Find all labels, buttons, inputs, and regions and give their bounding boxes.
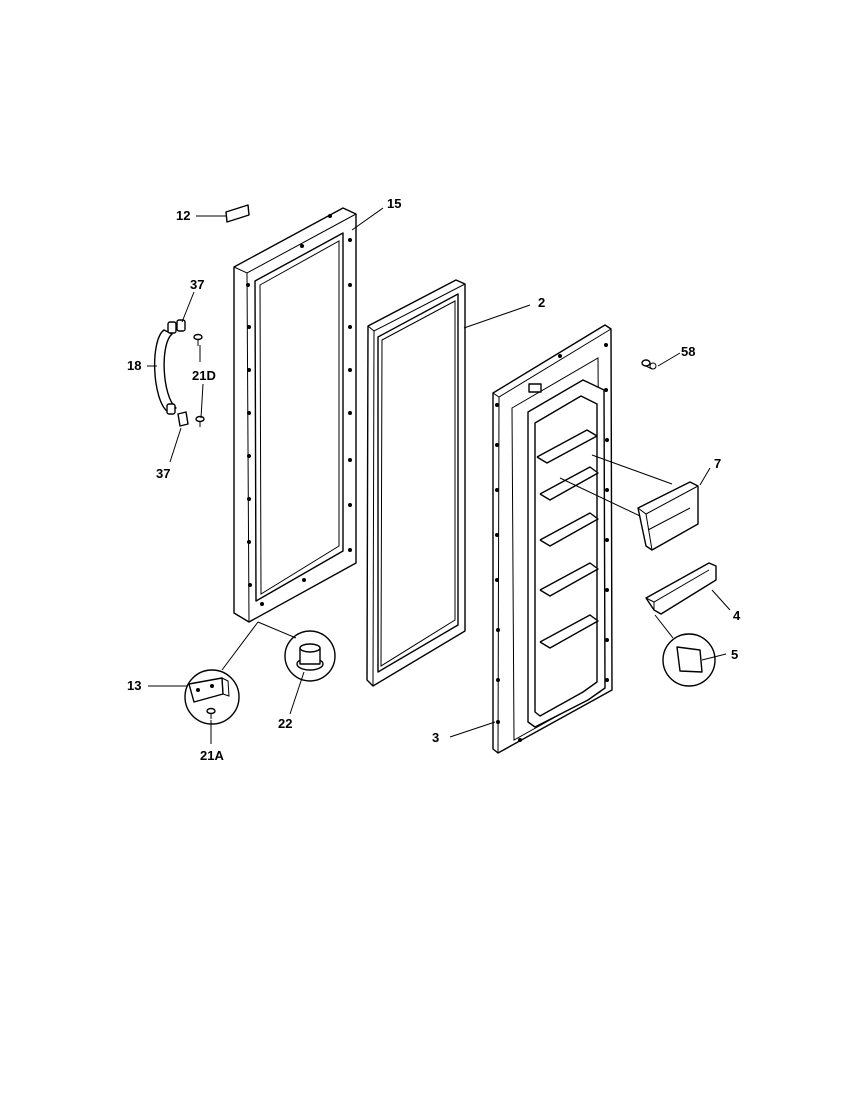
callout-37-bottom: 37 (156, 466, 170, 481)
callout-21d: 21D (192, 368, 216, 383)
callout-18: 18 (127, 358, 141, 373)
frame-screw-holes (246, 214, 352, 606)
callout-12: 12 (176, 208, 190, 223)
liner-shelf-rails (536, 429, 599, 649)
callout-5: 5 (731, 647, 738, 662)
callout-22: 22 (278, 716, 292, 731)
callout-58: 58 (681, 344, 695, 359)
callout-13: 13 (127, 678, 141, 693)
callout-15: 15 (387, 196, 401, 211)
part-13-hinge-detail (184, 669, 240, 725)
part-4-shelf-retainer (645, 562, 717, 615)
part-58-screw (641, 359, 657, 370)
part-2-door-gasket (366, 279, 466, 687)
part-18-door-handle (154, 329, 177, 413)
part-21d-handle-screw (193, 333, 205, 427)
part-15-outer-door-frame (233, 207, 357, 623)
part-7-door-shelf-bin (637, 481, 699, 551)
callout-3: 3 (432, 730, 439, 745)
part-37-handle-cap-top (167, 319, 186, 334)
callout-labels: 12 15 2 37 18 21D 37 58 7 4 5 13 22 21A … (127, 196, 741, 763)
part-22-bushing-detail (284, 630, 336, 682)
callout-2: 2 (538, 295, 545, 310)
callout-4: 4 (733, 608, 741, 623)
part-12-plate (225, 204, 250, 223)
callout-21a: 21A (200, 748, 224, 763)
leader-lines (147, 207, 731, 744)
liner-screw-holes (495, 343, 609, 742)
callout-37-top: 37 (190, 277, 204, 292)
callout-7: 7 (714, 456, 721, 471)
part-37-handle-cap-bottom (166, 403, 189, 427)
part-3-inner-door-liner (492, 324, 613, 754)
part-21a-hinge-screw (206, 707, 216, 719)
part-5-end-cap-detail (662, 633, 716, 687)
